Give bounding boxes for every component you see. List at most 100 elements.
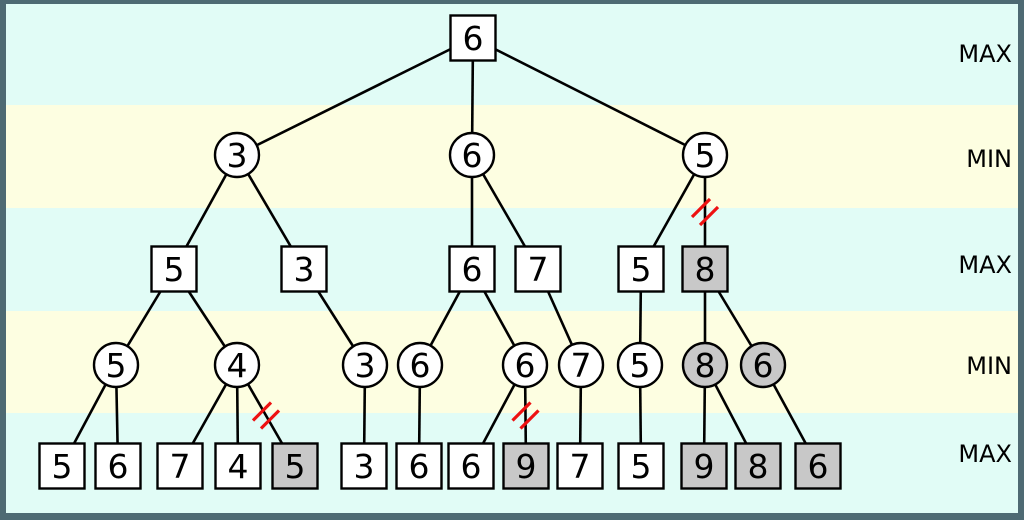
max-node-square bbox=[150, 245, 198, 293]
prune-mark-a3-b6 bbox=[690, 197, 720, 227]
node-d12: 9 bbox=[680, 442, 728, 490]
node-d9: 9 bbox=[502, 442, 550, 490]
min-node-circle bbox=[448, 131, 496, 179]
min-node-circle bbox=[341, 341, 389, 389]
node-value: 6 bbox=[808, 447, 829, 486]
node-d3: 7 bbox=[156, 442, 204, 490]
min-node-circle bbox=[557, 341, 605, 389]
max-node-square bbox=[214, 442, 262, 490]
node-value: 7 bbox=[571, 346, 592, 385]
node-b6: 8 bbox=[681, 245, 729, 293]
min-node-circle bbox=[501, 341, 549, 389]
node-value: 5 bbox=[631, 447, 652, 486]
max-node-square bbox=[617, 245, 665, 293]
prune-slash bbox=[511, 401, 532, 422]
node-value: 6 bbox=[410, 346, 431, 385]
node-value: 7 bbox=[570, 447, 591, 486]
edge-r-a1 bbox=[236, 36, 474, 157]
node-c9: 6 bbox=[739, 341, 787, 389]
node-value: 6 bbox=[463, 19, 484, 58]
node-value: 6 bbox=[108, 447, 129, 486]
min-node-circle bbox=[213, 131, 261, 179]
max-node-square bbox=[617, 442, 665, 490]
node-value: 8 bbox=[748, 447, 769, 486]
node-c8: 8 bbox=[681, 341, 729, 389]
node-value: 8 bbox=[695, 250, 716, 289]
prune-slash bbox=[698, 205, 720, 227]
node-d7: 6 bbox=[395, 442, 443, 490]
max-node-square bbox=[734, 442, 782, 490]
node-c7: 5 bbox=[616, 341, 664, 389]
node-d5: 5 bbox=[271, 442, 319, 490]
node-c1: 5 bbox=[92, 341, 140, 389]
node-d11: 5 bbox=[617, 442, 665, 490]
node-value: 7 bbox=[528, 250, 549, 289]
node-value: 9 bbox=[694, 447, 715, 486]
row-label-0: MAX bbox=[958, 40, 1012, 68]
node-d2: 6 bbox=[94, 442, 142, 490]
node-c4: 6 bbox=[396, 341, 444, 389]
node-value: 5 bbox=[164, 250, 185, 289]
node-b5: 5 bbox=[617, 245, 665, 293]
max-node-square bbox=[681, 245, 729, 293]
max-node-square bbox=[794, 442, 842, 490]
max-node-square bbox=[38, 442, 86, 490]
node-value: 6 bbox=[462, 250, 483, 289]
node-value: 5 bbox=[106, 346, 127, 385]
min-node-circle bbox=[92, 341, 140, 389]
max-node-square bbox=[447, 442, 495, 490]
max-node-square bbox=[448, 245, 496, 293]
node-value: 7 bbox=[170, 447, 191, 486]
max-node-square bbox=[94, 442, 142, 490]
node-value: 3 bbox=[294, 250, 315, 289]
node-r: 6 bbox=[449, 14, 497, 62]
prune-mark-c5-d9 bbox=[511, 401, 540, 430]
node-c6: 7 bbox=[557, 341, 605, 389]
node-d10: 7 bbox=[556, 442, 604, 490]
max-node-square bbox=[556, 442, 604, 490]
node-d8: 6 bbox=[447, 442, 495, 490]
node-b2: 3 bbox=[280, 245, 328, 293]
max-node-square bbox=[680, 442, 728, 490]
node-value: 5 bbox=[631, 250, 652, 289]
max-node-square bbox=[340, 442, 388, 490]
node-a1: 3 bbox=[213, 131, 261, 179]
prune-slash bbox=[690, 197, 712, 219]
row-band-max-0 bbox=[6, 4, 1018, 105]
max-node-square bbox=[271, 442, 319, 490]
node-value: 6 bbox=[753, 346, 774, 385]
node-d4: 4 bbox=[214, 442, 262, 490]
node-value: 6 bbox=[462, 136, 483, 175]
node-d6: 3 bbox=[340, 442, 388, 490]
node-value: 5 bbox=[695, 136, 716, 175]
node-d14: 6 bbox=[794, 442, 842, 490]
max-node-square bbox=[156, 442, 204, 490]
node-value: 9 bbox=[516, 447, 537, 486]
row-label-3: MIN bbox=[966, 352, 1012, 380]
prune-slash bbox=[259, 409, 281, 430]
prune-mark-c2-d5 bbox=[251, 401, 281, 430]
node-b1: 5 bbox=[150, 245, 198, 293]
node-value: 5 bbox=[630, 346, 651, 385]
node-a3: 5 bbox=[681, 131, 729, 179]
row-band-min-1 bbox=[6, 105, 1018, 208]
node-value: 4 bbox=[228, 447, 249, 486]
node-d13: 8 bbox=[734, 442, 782, 490]
node-value: 3 bbox=[355, 346, 376, 385]
min-node-circle bbox=[739, 341, 787, 389]
prune-slash bbox=[251, 401, 273, 422]
node-value: 6 bbox=[409, 447, 430, 486]
node-value: 8 bbox=[695, 346, 716, 385]
node-d1: 5 bbox=[38, 442, 86, 490]
node-a2: 6 bbox=[448, 131, 496, 179]
min-node-circle bbox=[681, 341, 729, 389]
node-b4: 7 bbox=[514, 245, 562, 293]
min-node-circle bbox=[396, 341, 444, 389]
max-node-square bbox=[280, 245, 328, 293]
node-value: 6 bbox=[461, 447, 482, 486]
row-label-2: MAX bbox=[958, 251, 1012, 279]
